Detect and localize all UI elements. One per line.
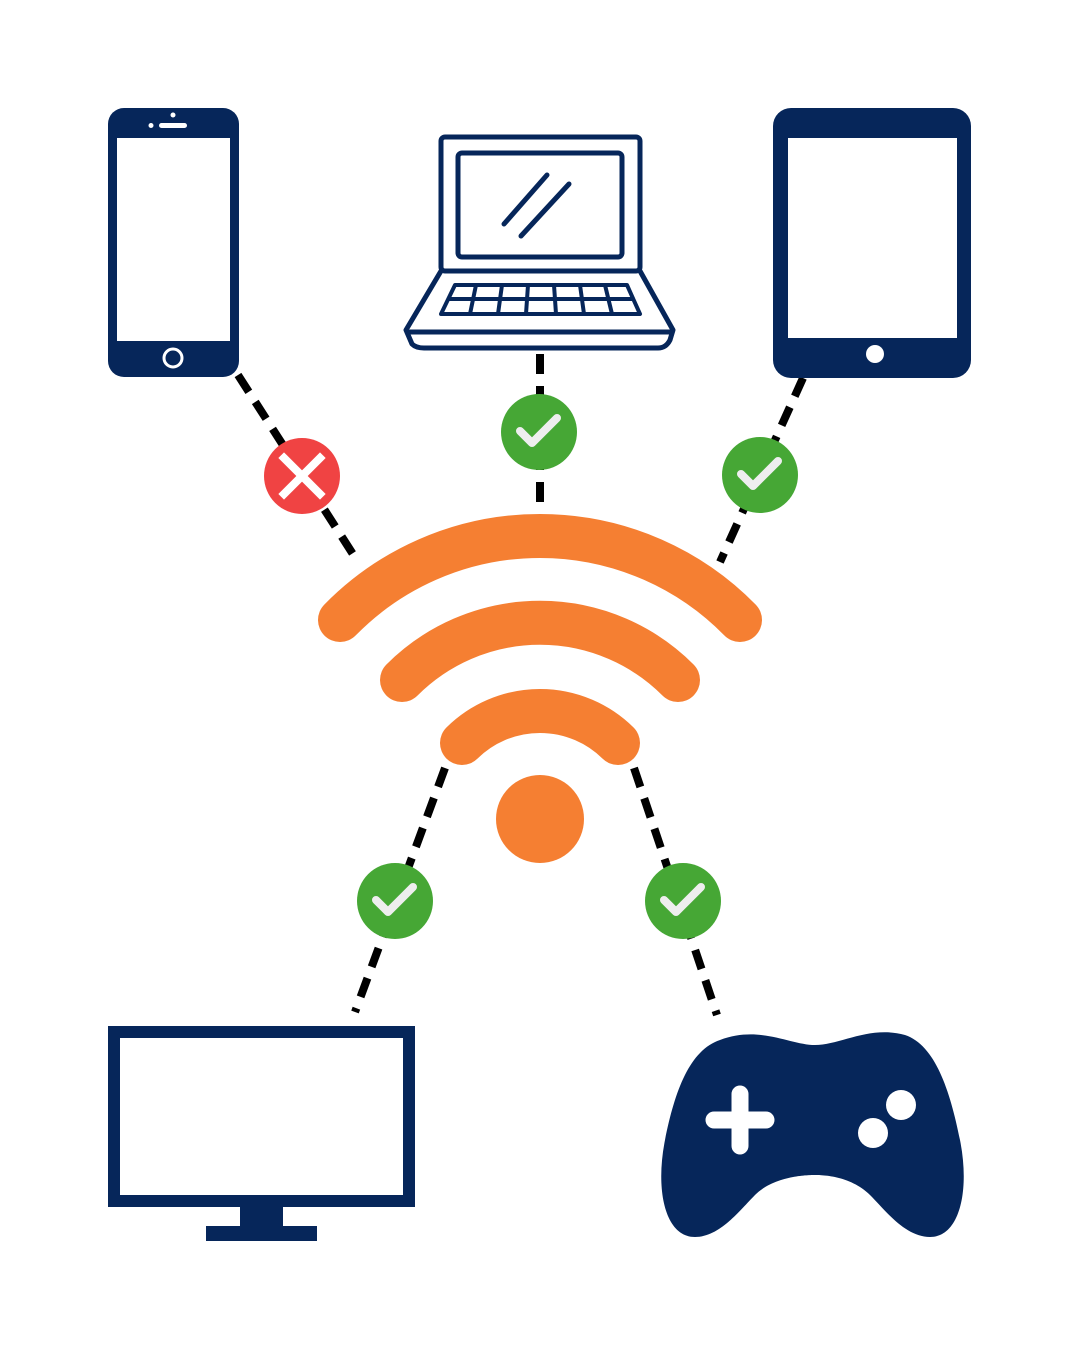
status-badge-monitor xyxy=(357,863,433,939)
wifi-icon xyxy=(318,513,762,863)
status-badge-controller xyxy=(645,863,721,939)
status-badge-smartphone xyxy=(264,438,340,514)
status-badge-laptop xyxy=(501,394,577,470)
check-icon xyxy=(516,414,561,447)
tablet-icon xyxy=(773,108,971,378)
x-icon xyxy=(278,452,326,500)
status-badge-tablet xyxy=(722,437,798,513)
monitor-icon xyxy=(108,1026,415,1241)
laptop-icon xyxy=(403,134,676,351)
check-icon xyxy=(737,457,782,490)
check-icon xyxy=(660,883,705,916)
check-icon xyxy=(372,883,417,916)
gamepad-icon xyxy=(661,1032,964,1237)
smartphone-icon xyxy=(108,108,239,377)
